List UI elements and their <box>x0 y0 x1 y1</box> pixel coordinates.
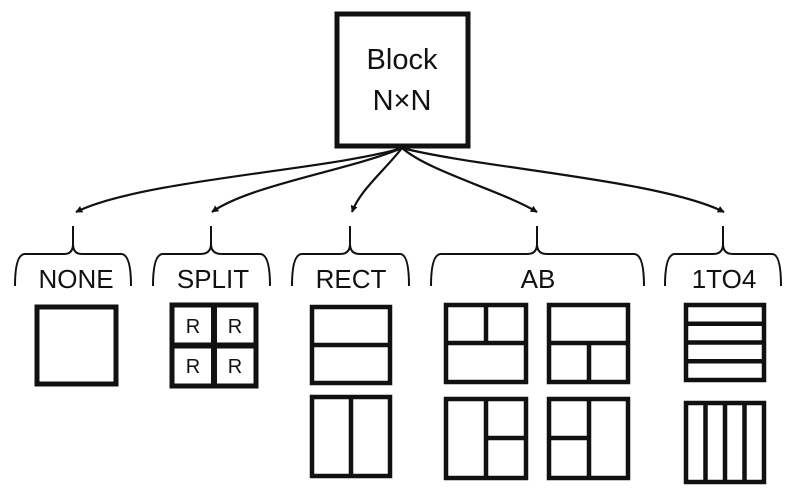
branch-arrows <box>75 146 725 213</box>
partition-1to4 <box>683 302 767 485</box>
partition-rect <box>309 304 393 479</box>
1to4-vertical <box>683 400 767 485</box>
root-title-line1: Block <box>367 44 438 76</box>
partition-ab <box>443 302 631 481</box>
partition-split: R R R R <box>169 302 259 389</box>
label-1to4: 1TO4 <box>692 264 757 294</box>
ab-top <box>443 302 529 385</box>
arrow-ab <box>401 147 538 213</box>
split-cell-bl: R <box>186 356 200 378</box>
brace-none <box>14 226 132 287</box>
label-rect: RECT <box>316 264 387 294</box>
arrow-1to4 <box>401 146 725 213</box>
partition-none <box>34 304 119 387</box>
label-split: SPLIT <box>177 264 249 294</box>
root-block: Block N×N <box>334 11 471 149</box>
none-block <box>34 304 119 387</box>
brace-split <box>152 226 271 287</box>
brace-1to4 <box>664 226 782 287</box>
rect-vertical <box>309 394 393 479</box>
rect-horizontal <box>309 304 393 386</box>
ab-right <box>443 396 529 481</box>
split-cell-tr: R <box>228 316 242 338</box>
split-cell-br: R <box>228 356 242 378</box>
root-title-line2: N×N <box>373 85 432 117</box>
arrow-rect <box>350 147 403 213</box>
1to4-horizontal <box>683 302 767 383</box>
ab-left <box>546 396 631 481</box>
ab-bottom <box>546 302 631 385</box>
brace-ab <box>430 226 645 287</box>
category-braces <box>14 226 782 287</box>
label-none: NONE <box>38 264 113 294</box>
brace-rect <box>291 226 410 287</box>
split-cell-tl: R <box>186 316 200 338</box>
arrow-split <box>211 146 403 213</box>
arrow-none <box>75 146 403 213</box>
label-ab: AB <box>521 264 556 294</box>
